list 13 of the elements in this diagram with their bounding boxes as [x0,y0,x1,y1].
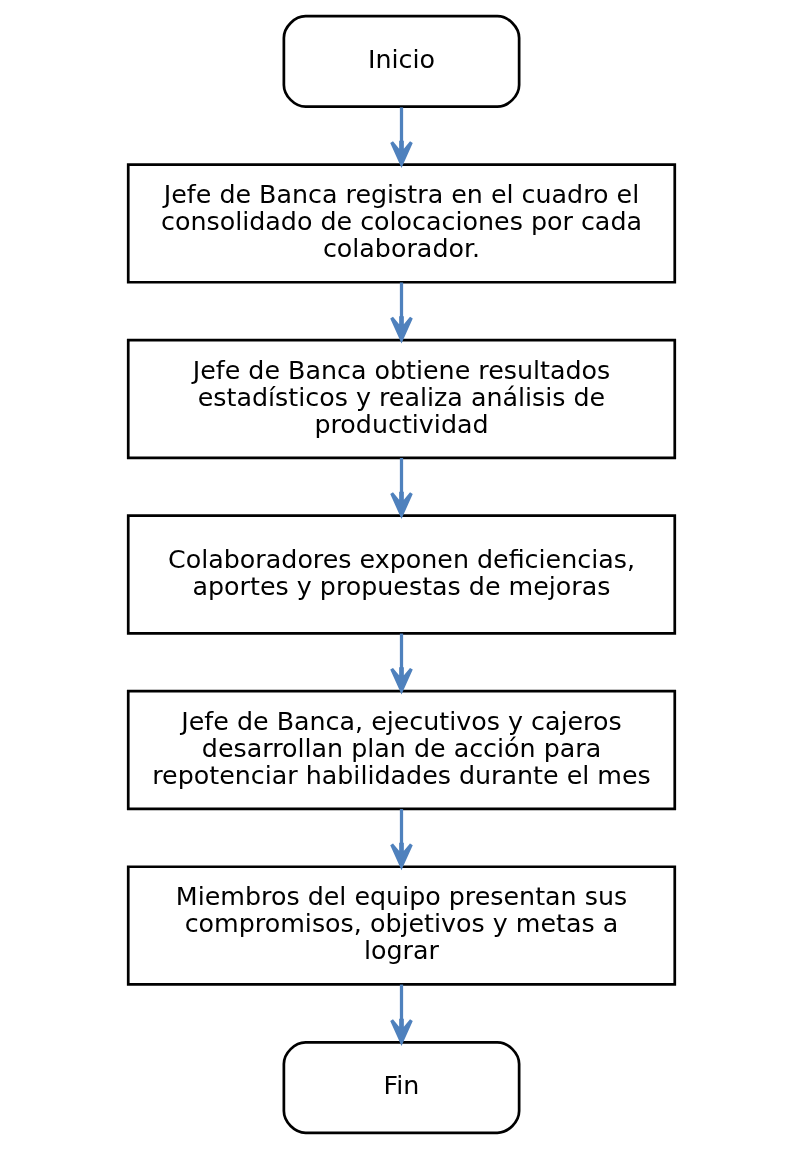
arrow [390,458,413,517]
arrow [390,633,413,693]
arrow [390,809,413,868]
arrow [390,282,413,342]
arrow [390,984,413,1044]
node-box: Jefe de Banca obtiene resultados estadísticos y realiza análisis de productividad [126,338,677,460]
node-box: Jefe de Banca, ejecutivos y cajeros desarrollan plan de acción para repotenciar habilidades durante el mes [126,689,677,811]
node-box: Miembros del equipo presentan sus compromisos, objetivos y metas a lograr [126,865,677,986]
node-box: Inicio [282,14,521,109]
node-box: Colaboradores exponen deficiencias, aportes y propuestas de mejoras [126,514,677,635]
arrow [390,107,413,166]
node-box: Jefe de Banca registra en el cuadro el consolidado de colocaciones por cada colaborador. [126,163,677,284]
node-box: Fin [282,1040,521,1135]
